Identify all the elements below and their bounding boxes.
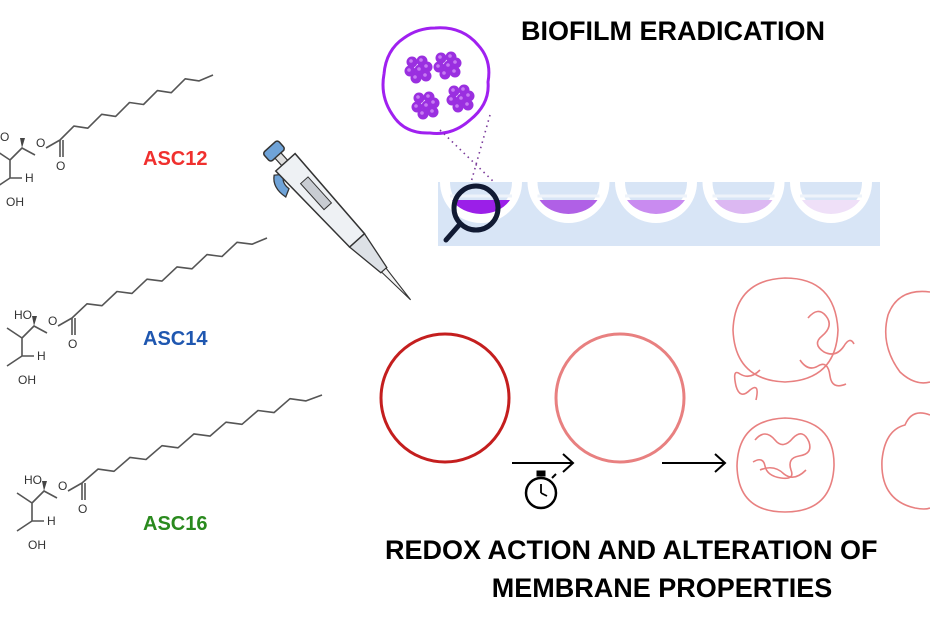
arrow-icon <box>512 453 575 473</box>
well-liquid <box>539 200 598 214</box>
atom-oxygen: O <box>56 159 65 173</box>
atom-hydroxyl: HO <box>14 308 32 322</box>
well <box>527 181 610 223</box>
bacteria-cluster <box>446 84 475 113</box>
atom-hydroxyl: OH <box>18 373 36 387</box>
arrow-icon <box>662 453 727 473</box>
well <box>790 181 872 223</box>
atom-oxygen: O <box>36 136 45 150</box>
healthy-cell <box>379 332 511 464</box>
pipette-icon <box>263 140 412 301</box>
bacteria-cluster <box>411 91 440 120</box>
membrane-title-line2: MEMBRANE PROPERTIES <box>492 573 833 603</box>
well-liquid <box>714 200 773 214</box>
atom-hydrogen: H <box>37 349 46 363</box>
well-plate <box>438 181 880 246</box>
well-liquid <box>627 200 685 214</box>
bacteria-cluster <box>404 55 433 84</box>
atom-hydroxyl: HO <box>24 473 42 487</box>
compound-label-asc16: ASC16 <box>143 513 207 535</box>
biofilm-title: BIOFILM ERADICATION <box>521 16 825 46</box>
atom-hydrogen: H <box>47 514 56 528</box>
magnifier-icon <box>443 183 501 243</box>
bacteria-clusters <box>404 51 475 120</box>
atom-hydroxyl: OH <box>28 538 46 552</box>
atom-hydroxyl: OH <box>6 195 24 209</box>
atom-oxygen: O <box>48 314 57 328</box>
well <box>615 181 697 223</box>
well-liquid <box>802 200 860 214</box>
atom-hydrogen: H <box>25 171 34 185</box>
membrane-title-line1: REDOX ACTION AND ALTERATION OF <box>385 535 877 565</box>
damaged-cells <box>732 277 930 513</box>
atom-oxygen: O <box>68 337 77 351</box>
stopwatch-icon <box>524 470 558 510</box>
treated-cell <box>554 332 686 464</box>
atom-hydroxyl: O <box>0 130 9 144</box>
atom-oxygen: O <box>78 502 87 516</box>
compound-label-asc14: ASC14 <box>143 328 208 350</box>
bacteria-cluster <box>433 51 462 80</box>
well <box>702 181 785 223</box>
biofilm-zoom-view <box>381 26 497 187</box>
atom-oxygen: O <box>58 479 67 493</box>
compound-label-asc12: ASC12 <box>143 148 207 170</box>
